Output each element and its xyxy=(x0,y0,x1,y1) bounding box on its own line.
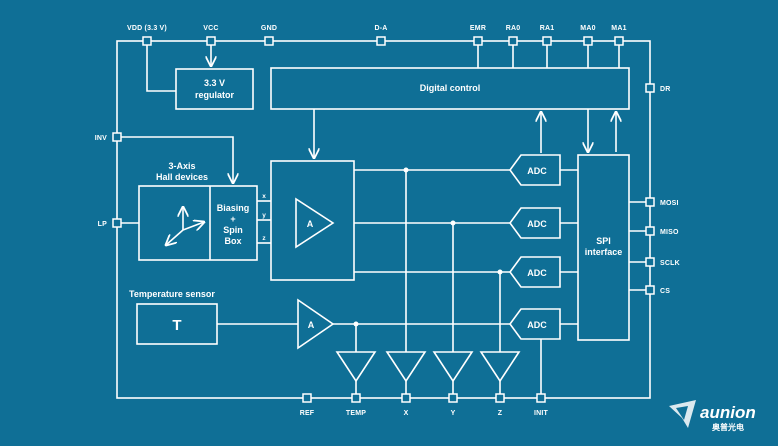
pin-label-emr: EMR xyxy=(470,25,486,32)
pin-label-z: Z xyxy=(498,410,503,417)
pin-inv xyxy=(112,132,122,142)
pin-label-cs: CS xyxy=(660,288,670,295)
pin-z xyxy=(495,393,505,403)
logo-text: aunion xyxy=(700,403,756,422)
temp-sensor-title: Temperature sensor xyxy=(129,289,215,299)
pin-label-temp: TEMP xyxy=(346,410,366,417)
amplifier-block xyxy=(270,160,355,281)
amplifier-icon xyxy=(295,197,335,249)
pin-label-dr: DR xyxy=(660,86,671,93)
pin-ma0 xyxy=(583,36,593,46)
pin-cs xyxy=(645,285,655,295)
pin-label-ref: REF xyxy=(300,410,315,417)
logo: aunion 奥普光电 xyxy=(669,400,756,432)
pin-label-sclk: SCLK xyxy=(660,260,680,267)
biasing-label-2: + xyxy=(230,214,235,224)
spi-label-1: SPI xyxy=(596,236,611,246)
pin-temp xyxy=(351,393,361,403)
pin-vdd xyxy=(142,36,152,46)
tap-x: x xyxy=(262,193,266,200)
pin-label-inv: INV xyxy=(95,135,107,142)
adc-2: ADC xyxy=(509,207,561,239)
pin-lp xyxy=(112,218,122,228)
amplifier-label: A xyxy=(307,219,314,229)
pin-init xyxy=(536,393,546,403)
pin-label-vdd: VDD (3.3 V) xyxy=(127,25,167,32)
temp-amp-label: A xyxy=(308,320,315,330)
buffer-icon xyxy=(479,351,521,383)
top-pins: VDD (3.3 V) VCC GND D-A EMR RA0 RA1 MA0 … xyxy=(127,25,626,46)
pin-ra0 xyxy=(508,36,518,46)
regulator-block xyxy=(175,68,254,110)
hall-title-2: Hall devices xyxy=(156,172,208,182)
hall-axes-icon xyxy=(166,207,204,245)
pin-label-init: INIT xyxy=(534,410,549,417)
pin-label-ma1: MA1 xyxy=(611,25,626,32)
temp-amp-icon xyxy=(297,298,335,350)
pin-label-mosi: MOSI xyxy=(660,200,679,207)
tap-y: y xyxy=(262,212,266,219)
hall-devices-block xyxy=(138,185,258,261)
pin-sclk xyxy=(645,257,655,267)
pin-emr xyxy=(473,36,483,46)
pin-mosi xyxy=(645,197,655,207)
adc-1: ADC xyxy=(509,154,561,186)
logo-subtext: 奥普光电 xyxy=(711,422,744,432)
pin-label-vcc: VCC xyxy=(203,25,218,32)
pin-label-ma0: MA0 xyxy=(580,25,595,32)
pin-label-da: D-A xyxy=(374,25,387,32)
buffer-icon xyxy=(385,351,427,383)
adc-4: ADC xyxy=(509,308,561,340)
pin-miso xyxy=(645,226,655,236)
adc-3-label: ADC xyxy=(527,268,547,278)
regulator-label-2: regulator xyxy=(195,90,235,100)
pin-ra1 xyxy=(542,36,552,46)
pin-ma1 xyxy=(614,36,624,46)
pin-da xyxy=(376,36,386,46)
pin-label-y: Y xyxy=(451,410,456,417)
biasing-label-3: Spin xyxy=(223,225,243,235)
buffer-icon xyxy=(432,351,474,383)
tap-z: z xyxy=(262,235,266,242)
digital-control-block xyxy=(270,67,630,110)
adc-2-label: ADC xyxy=(527,219,547,229)
regulator-label-1: 3.3 V xyxy=(204,78,225,88)
adc-4-label: ADC xyxy=(527,320,547,330)
biasing-label-1: Biasing xyxy=(217,203,250,213)
adc-3: ADC xyxy=(509,256,561,288)
pin-label-ra1: RA1 xyxy=(540,25,555,32)
spi-label-2: interface xyxy=(585,247,623,257)
digital-control-label: Digital control xyxy=(420,83,481,93)
adc-1-label: ADC xyxy=(527,166,547,176)
biasing-label-4: Box xyxy=(224,236,241,246)
pin-vcc xyxy=(206,36,216,46)
pin-dr xyxy=(645,83,655,93)
temp-sensor-symbol: T xyxy=(172,317,181,334)
buffer-icon xyxy=(335,351,377,383)
pin-label-ra0: RA0 xyxy=(506,25,521,32)
hall-title-1: 3-Axis xyxy=(168,161,195,171)
pin-label-miso: MISO xyxy=(660,229,679,236)
pin-gnd xyxy=(264,36,274,46)
pin-label-gnd: GND xyxy=(261,25,277,32)
pin-x xyxy=(401,393,411,403)
spi-interface-block xyxy=(577,154,630,341)
pin-label-x: X xyxy=(404,410,409,417)
pin-y xyxy=(448,393,458,403)
pin-label-lp: LP xyxy=(98,221,107,228)
pin-ref xyxy=(302,393,312,403)
